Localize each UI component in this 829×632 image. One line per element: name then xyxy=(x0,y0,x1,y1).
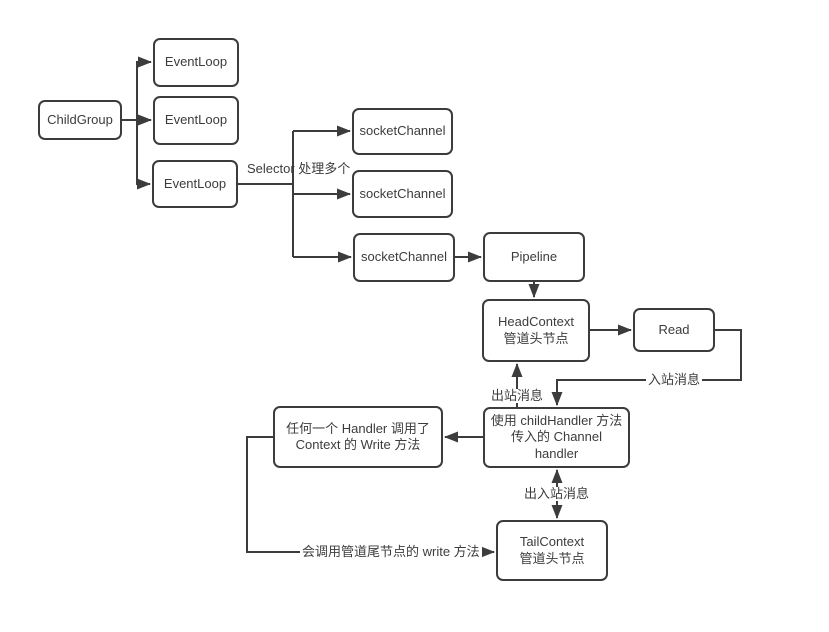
node-socketchannel-2-label: socketChannel xyxy=(359,185,446,201)
node-pipeline-label: Pipeline xyxy=(510,248,558,264)
node-channelhandler: 使用 childHandler 方法 传入的 Channel handler xyxy=(483,407,630,468)
edge-childgroup-to-eventloop3 xyxy=(136,120,151,190)
node-eventloop-3: EventLoop xyxy=(152,160,238,208)
node-tailcontext-label: TailContext 管道头节点 xyxy=(519,534,585,566)
node-socketchannel-3: socketChannel xyxy=(353,233,455,282)
node-channelhandler-label: 使用 childHandler 方法 传入的 Channel handler xyxy=(490,413,623,461)
edge-childgroup-to-eventloop1 xyxy=(122,56,152,121)
node-socketchannel-1-label: socketChannel xyxy=(359,123,446,139)
node-socketchannel-1: socketChannel xyxy=(352,108,453,155)
node-socketchannel-3-label: socketChannel xyxy=(361,249,447,265)
edge-label-in-outbound: 出入站消息 xyxy=(522,486,592,502)
node-read-label: Read xyxy=(658,321,690,337)
node-childgroup: ChildGroup xyxy=(38,100,122,140)
node-eventloop-1: EventLoop xyxy=(153,38,239,87)
node-headcontext: HeadContext 管道头节点 xyxy=(482,299,590,362)
node-childgroup-label: ChildGroup xyxy=(47,111,113,127)
node-tailcontext: TailContext 管道头节点 xyxy=(496,520,608,581)
node-anyhandler-write-label: 任何一个 Handler 调用了 Context 的 Write 方法 xyxy=(286,420,430,452)
node-read: Read xyxy=(633,308,715,352)
node-anyhandler-write: 任何一个 Handler 调用了 Context 的 Write 方法 xyxy=(273,406,443,468)
node-eventloop-2-label: EventLoop xyxy=(164,112,228,128)
edge-label-tail-write: 会调用管道尾节点的 write 方法 xyxy=(300,544,482,560)
node-eventloop-2: EventLoop xyxy=(153,96,239,145)
node-pipeline: Pipeline xyxy=(483,232,585,282)
edge-read-to-channelhandler-inbound xyxy=(551,329,742,406)
node-eventloop-1-label: EventLoop xyxy=(164,54,228,70)
node-eventloop-3-label: EventLoop xyxy=(163,175,227,191)
edge-label-outbound: 出站消息 xyxy=(489,388,546,404)
node-headcontext-label: HeadContext 管道头节点 xyxy=(498,314,574,346)
node-socketchannel-2: socketChannel xyxy=(352,170,453,218)
edge-label-inbound: 入站消息 xyxy=(646,372,703,388)
edge-label-selector: Selector 处理多个 xyxy=(247,161,351,176)
